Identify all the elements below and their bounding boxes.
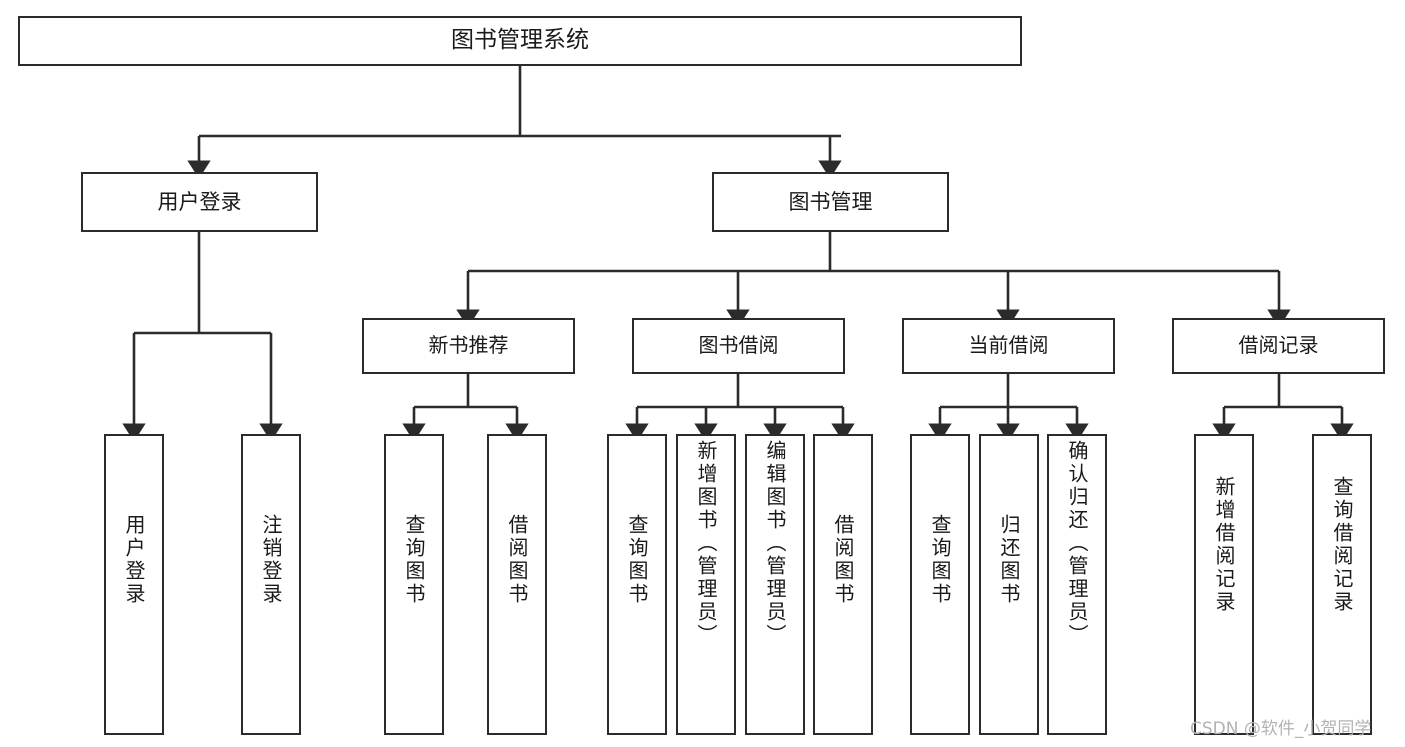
node-label: 用户登录	[157, 189, 242, 214]
node-label: 借阅记录	[1238, 333, 1319, 358]
node-current-borrowing[interactable]: 当前借阅	[902, 318, 1115, 374]
node-label: 查询借阅记录	[1330, 476, 1354, 614]
node-borrowing-records[interactable]: 借阅记录	[1172, 318, 1385, 374]
node-book-borrowing[interactable]: 图书借阅	[632, 318, 845, 374]
node-label: 图书借阅	[698, 333, 779, 358]
node-label: 编辑图书（管理员）	[763, 440, 787, 647]
node-label: 查询图书	[625, 514, 649, 606]
leaf-add-borrow-record[interactable]: 新增借阅记录	[1194, 434, 1254, 735]
watermark-text: CSDN @软件_小贺同学	[1190, 719, 1372, 739]
leaf-query-book-current[interactable]: 查询图书	[910, 434, 970, 735]
leaf-query-book-borrowing[interactable]: 查询图书	[607, 434, 667, 735]
node-new-book-recommendation[interactable]: 新书推荐	[362, 318, 575, 374]
node-user-login[interactable]: 用户登录	[81, 172, 318, 232]
node-label: 新增图书（管理员）	[694, 440, 718, 647]
node-label: 确认归还（管理员）	[1065, 440, 1089, 647]
leaf-user-login[interactable]: 用户登录	[104, 434, 164, 735]
node-label: 归还图书	[997, 514, 1021, 606]
leaf-add-book-admin[interactable]: 新增图书（管理员）	[676, 434, 736, 735]
node-label: 图书管理系统	[451, 27, 589, 54]
leaf-borrow-book-borrowing[interactable]: 借阅图书	[813, 434, 873, 735]
node-label: 用户登录	[122, 514, 146, 606]
leaf-borrow-book-recommend[interactable]: 借阅图书	[487, 434, 547, 735]
node-label: 新书推荐	[428, 333, 509, 358]
node-label: 新增借阅记录	[1212, 476, 1236, 614]
leaf-edit-book-admin[interactable]: 编辑图书（管理员）	[745, 434, 805, 735]
leaf-query-book-recommend[interactable]: 查询图书	[384, 434, 444, 735]
node-root-book-management-system[interactable]: 图书管理系统	[18, 16, 1022, 66]
leaf-confirm-return-admin[interactable]: 确认归还（管理员）	[1047, 434, 1107, 735]
node-label: 借阅图书	[505, 514, 529, 606]
node-label: 借阅图书	[831, 514, 855, 606]
node-label: 查询图书	[928, 514, 952, 606]
leaf-query-borrow-record[interactable]: 查询借阅记录	[1312, 434, 1372, 735]
node-label: 注销登录	[259, 514, 283, 606]
node-book-management[interactable]: 图书管理	[712, 172, 949, 232]
node-label: 图书管理	[788, 189, 873, 214]
node-label: 当前借阅	[968, 333, 1049, 358]
leaf-logout[interactable]: 注销登录	[241, 434, 301, 735]
leaf-return-book[interactable]: 归还图书	[979, 434, 1039, 735]
node-label: 查询图书	[402, 514, 426, 606]
